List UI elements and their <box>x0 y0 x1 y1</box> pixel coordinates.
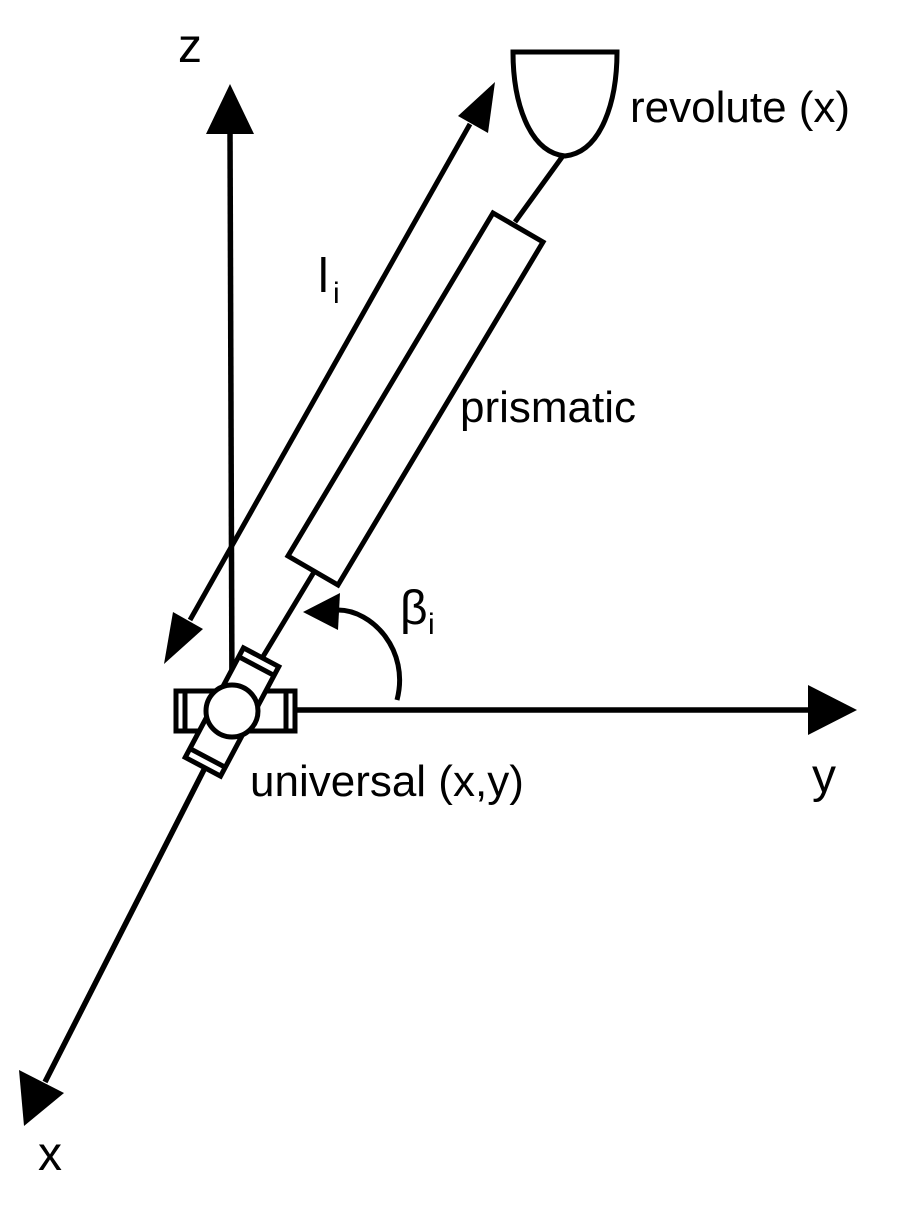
leg-rod-upper <box>512 151 568 224</box>
length-label: l i <box>318 250 340 310</box>
angle-label-subscript: i <box>428 608 435 641</box>
length-dimension-arrow <box>164 82 495 664</box>
prismatic-joint <box>284 209 547 589</box>
length-label-base: l <box>318 250 329 303</box>
axis-y-label: y <box>812 750 836 803</box>
y-axis-arrowhead <box>808 685 857 735</box>
angle-arc-arrowhead <box>303 593 340 630</box>
angle-label-base: β <box>400 582 428 635</box>
length-arrowhead-bottom <box>164 612 203 664</box>
universal-joint-hub <box>203 682 261 740</box>
universal-joint <box>173 644 298 780</box>
length-label-subscript: i <box>333 277 340 310</box>
revolute-label: revolute (x) <box>630 83 850 132</box>
universal-label: universal (x,y) <box>250 757 524 806</box>
z-axis <box>206 84 254 701</box>
revolute-joint <box>510 49 620 159</box>
angle-arc <box>303 593 403 701</box>
prismatic-label: prismatic <box>460 383 636 432</box>
y-axis <box>290 685 857 735</box>
x-axis <box>19 750 216 1126</box>
x-axis-arrowhead <box>19 1070 64 1126</box>
axis-z-label: z <box>178 20 202 73</box>
z-axis-arrowhead <box>206 84 254 134</box>
axis-x-label: x <box>38 1128 62 1181</box>
length-arrowhead-top <box>458 82 495 133</box>
angle-label: β i <box>400 582 435 641</box>
